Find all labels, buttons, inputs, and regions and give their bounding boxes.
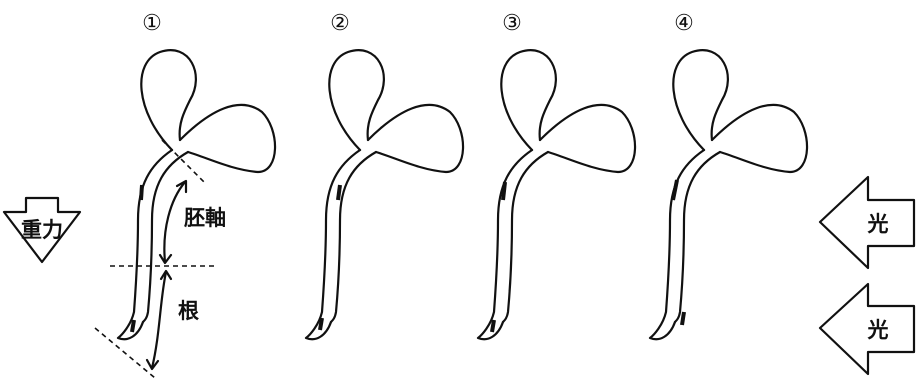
- mark-root-4: [682, 312, 684, 325]
- gravity-label: 重力: [21, 218, 63, 242]
- gravity-arrow: 重力: [4, 198, 80, 262]
- panel-number-2: ②: [330, 11, 350, 36]
- seedling-4: [650, 50, 807, 339]
- mark-root-1: [132, 320, 134, 332]
- hypocotyl-label: 胚軸: [184, 206, 226, 230]
- seedling-1: [118, 50, 275, 339]
- panel-number-4: ④: [674, 11, 694, 36]
- hypocotyl-top-line: [162, 140, 205, 183]
- light-arrow-top: 光: [820, 177, 914, 268]
- mark-hypocotyl-4: [673, 180, 677, 200]
- light-label-top: 光: [867, 212, 889, 236]
- mark-root-3: [492, 320, 494, 332]
- panel-number-1: ①: [142, 11, 162, 36]
- mark-hypocotyl-2: [338, 185, 340, 200]
- light-arrow-bottom: 光: [820, 284, 914, 374]
- seedling-3: [478, 50, 635, 339]
- root-label: 根: [178, 299, 199, 323]
- hypocotyl-length-arrow: [160, 181, 186, 263]
- mark-hypocotyl-1: [141, 185, 142, 200]
- seedling-2: [306, 50, 463, 339]
- mark-root-2: [320, 318, 322, 330]
- panel-number-3: ③: [502, 11, 522, 36]
- light-label-bottom: 光: [867, 318, 889, 342]
- mark-hypocotyl-3: [503, 182, 505, 200]
- root-tip-line: [95, 328, 155, 378]
